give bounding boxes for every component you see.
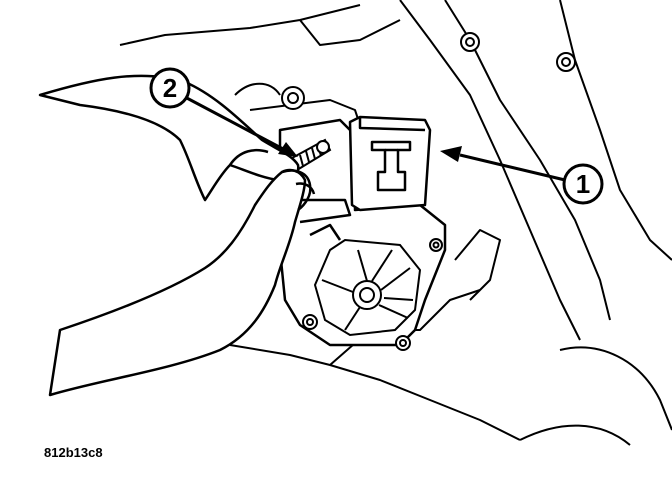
end-plate-bolts [302,238,443,351]
callout-1-leader [440,146,566,182]
callout-2-number: 2 [163,73,177,103]
callout-2-leader [182,94,298,157]
electrical-connector [348,115,432,212]
motor-end-plate [313,238,422,337]
callout-1-number: 1 [576,169,590,199]
lower-hand [48,168,316,397]
callout-1: 1 [562,163,604,205]
figure-caption: 812b13c8 [44,445,103,460]
callout-2: 2 [149,67,191,109]
